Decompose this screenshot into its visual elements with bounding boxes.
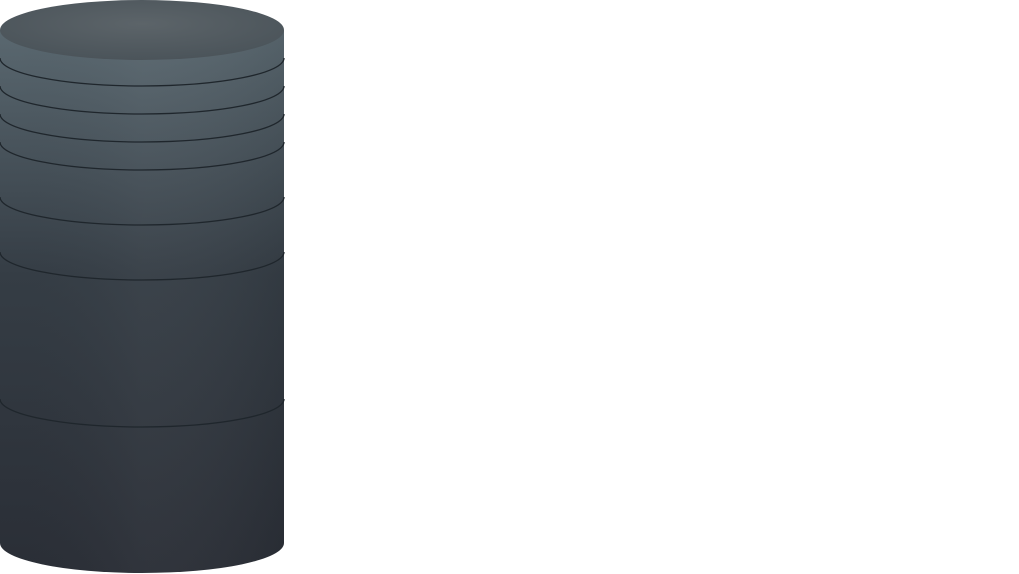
layer-divider [0, 141, 285, 171]
cylinder-top-cap [0, 0, 284, 60]
layer-divider [0, 113, 285, 143]
layer-divider [0, 251, 285, 281]
layer-divider [0, 398, 285, 428]
layer-divider [0, 196, 285, 226]
layer-divider [0, 85, 285, 115]
cylinder-shading [0, 30, 284, 573]
layer-divider [0, 57, 285, 87]
